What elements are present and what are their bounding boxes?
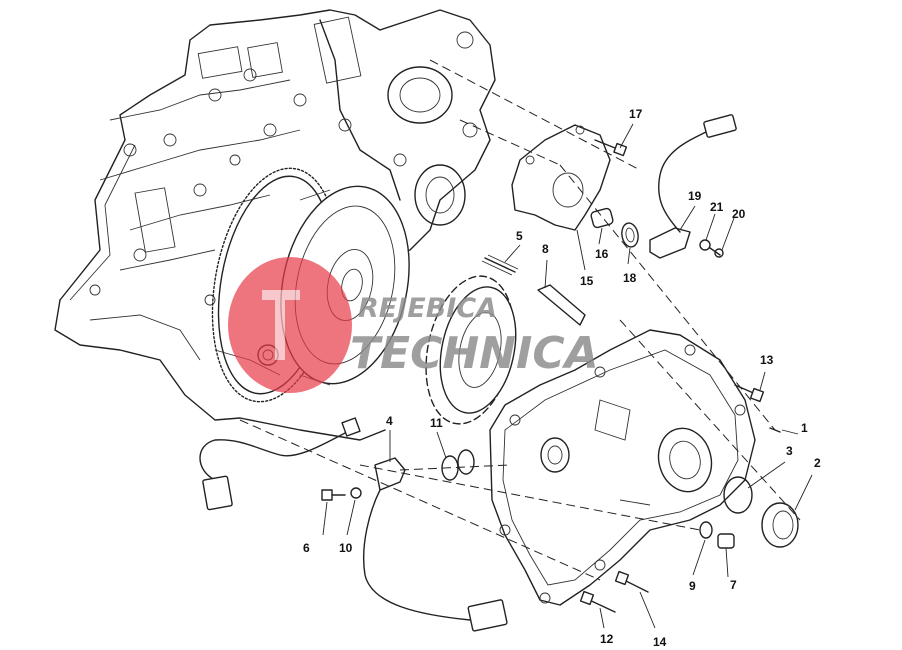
seal-ring-18 [621, 222, 639, 248]
callout-14: 14 [653, 635, 667, 649]
washer-9 [699, 521, 713, 539]
callout-21: 21 [710, 200, 724, 214]
engine-crankcase [54, 9, 496, 441]
callout-6: 6 [303, 541, 310, 555]
callout-5: 5 [516, 229, 523, 243]
callout-4: 4 [386, 414, 393, 428]
bolt-13 [734, 384, 765, 403]
bolt-6 [321, 489, 346, 501]
spacer-16 [590, 207, 614, 229]
callout-16: 16 [595, 247, 609, 261]
o-rings-11 [441, 449, 475, 481]
bolt-14 [614, 570, 649, 593]
pickup-cover [511, 124, 611, 231]
callout-3: 3 [786, 444, 793, 458]
callout-19: 19 [688, 189, 702, 203]
callout-10: 10 [339, 541, 353, 555]
callout-9: 9 [689, 579, 696, 593]
callout-8: 8 [542, 242, 549, 256]
stud-5 [481, 254, 519, 276]
washer-21 [699, 239, 711, 251]
callout-17: 17 [629, 107, 643, 121]
bolt-12 [579, 590, 616, 613]
screw-20 [709, 247, 724, 258]
wire-harness-left [199, 417, 361, 511]
speed-sensor-4 [362, 457, 508, 632]
washer-10 [350, 487, 362, 499]
watermark-line-1: REJEBICA [358, 293, 497, 324]
stator-coil [425, 275, 517, 425]
plug-2 [761, 502, 799, 548]
plug-7 [717, 533, 735, 549]
watermark-logo-disc [228, 257, 352, 393]
callout-2: 2 [814, 456, 821, 470]
assembly-lines [239, 59, 801, 581]
gasket-8 [537, 284, 586, 326]
o-ring-3 [723, 476, 753, 514]
callout-1: 1 [801, 421, 808, 435]
sensor-19 [649, 114, 737, 259]
callout-labels: 1 2 3 4 5 6 7 8 9 10 11 12 13 14 15 16 1… [303, 107, 821, 649]
callout-11: 11 [430, 416, 443, 430]
generator-cover [489, 329, 756, 606]
callout-18: 18 [623, 271, 637, 285]
watermark-line-2: TECHNICA [350, 328, 599, 379]
callout-20: 20 [732, 207, 746, 221]
callout-15: 15 [580, 274, 594, 288]
callout-13: 13 [760, 353, 774, 367]
watermark: REJEBICA TECHNICA [228, 257, 599, 393]
callout-7: 7 [730, 578, 737, 592]
callout-12: 12 [600, 632, 614, 646]
leader-lines [322, 123, 813, 629]
